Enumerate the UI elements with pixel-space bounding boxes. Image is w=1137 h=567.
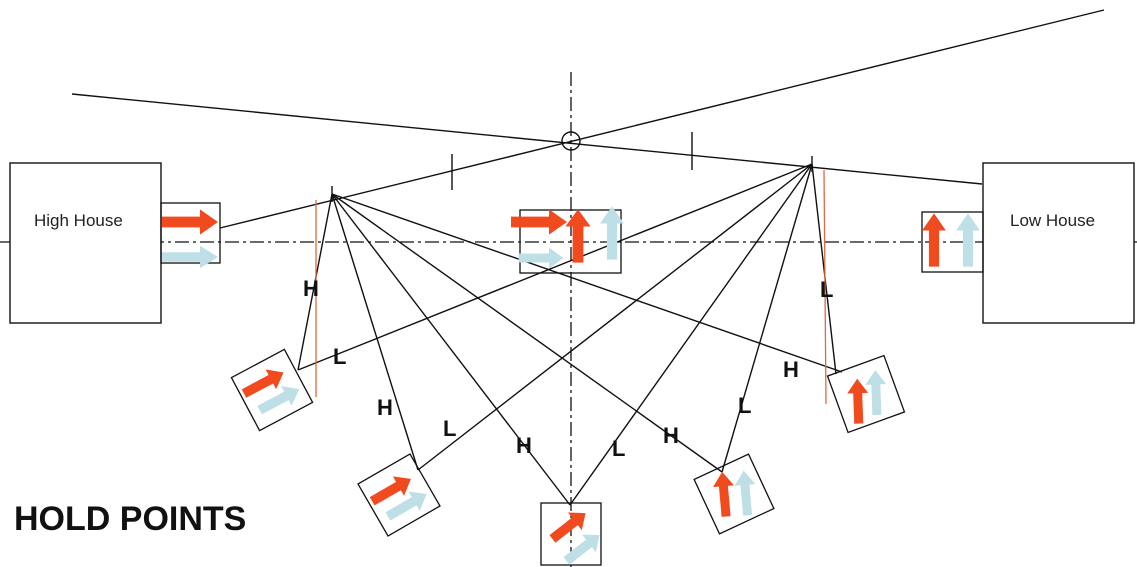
- station-3: [540, 502, 607, 567]
- high-house-flight-line: [219, 9, 1105, 229]
- high-house-blue-arrow: [162, 245, 218, 269]
- label-h-4: H: [663, 423, 679, 448]
- fan-right-to-station4: [721, 163, 813, 473]
- axis-lines: [0, 72, 1137, 567]
- long-cross-line: [71, 93, 983, 185]
- low-house-orange-arrow: [922, 213, 946, 267]
- label-h-2: H: [377, 395, 393, 420]
- station-4-orange-arrow: [711, 470, 737, 518]
- station-2: [357, 453, 441, 537]
- fan-left-to-station4: [331, 193, 723, 473]
- fan-left-to-station1: [297, 193, 333, 371]
- high-house-window-box: [160, 202, 221, 264]
- center-window-box: [519, 209, 622, 274]
- label-l-4: L: [738, 393, 751, 418]
- flight-lines: [71, 9, 1105, 506]
- line-labels: H L H L H L H L H L: [303, 276, 833, 461]
- center-blue-h-arrow: [518, 247, 564, 269]
- station-1-box: [230, 348, 314, 432]
- station-1: [230, 348, 314, 432]
- low-house-box: [982, 162, 1135, 324]
- diagram-title: HOLD POINTS: [14, 500, 246, 538]
- label-h-3: H: [516, 433, 532, 458]
- fan-left-to-station2: [331, 193, 419, 471]
- station-5-blue-arrow: [864, 369, 888, 416]
- accent-line-right: [823, 169, 827, 405]
- center-blue-v-arrow: [600, 206, 624, 260]
- label-h-1: H: [303, 276, 319, 301]
- low-house-window-box: [921, 211, 984, 273]
- crossing-point-marker: [561, 131, 581, 151]
- label-l-3: L: [612, 436, 625, 461]
- low-house-window: [921, 211, 984, 273]
- station-2-box: [357, 453, 441, 537]
- station-3-box: [540, 502, 602, 566]
- fan-right-to-station2: [417, 163, 813, 471]
- high-house-window: [160, 202, 221, 269]
- label-h-5: H: [783, 357, 799, 382]
- station-4-box: [693, 453, 775, 535]
- station-4-blue-arrow: [733, 469, 759, 517]
- accent-lines: [315, 169, 827, 405]
- center-window: [511, 206, 624, 274]
- high-house-box: [9, 162, 162, 324]
- station-4: [693, 453, 775, 535]
- label-l-5: L: [820, 277, 833, 302]
- station-5: [826, 354, 906, 434]
- station-5-box: [826, 354, 906, 434]
- label-l-1: L: [333, 344, 346, 369]
- fan-right-to-station1: [297, 163, 813, 371]
- fan-right-to-station3: [569, 163, 813, 506]
- low-house-blue-arrow: [956, 213, 980, 267]
- fan-right-to-station5: [811, 163, 837, 375]
- fan-left-to-station5: [331, 193, 843, 373]
- high-house-label: High House: [34, 211, 123, 230]
- high-house: High House: [9, 162, 162, 324]
- station-5-orange-arrow: [846, 378, 870, 424]
- label-l-2: L: [443, 416, 456, 441]
- low-house: Low House: [982, 162, 1135, 324]
- high-house-orange-arrow: [162, 209, 218, 235]
- fan-left-to-station3: [331, 193, 571, 506]
- low-house-label: Low House: [1010, 211, 1095, 230]
